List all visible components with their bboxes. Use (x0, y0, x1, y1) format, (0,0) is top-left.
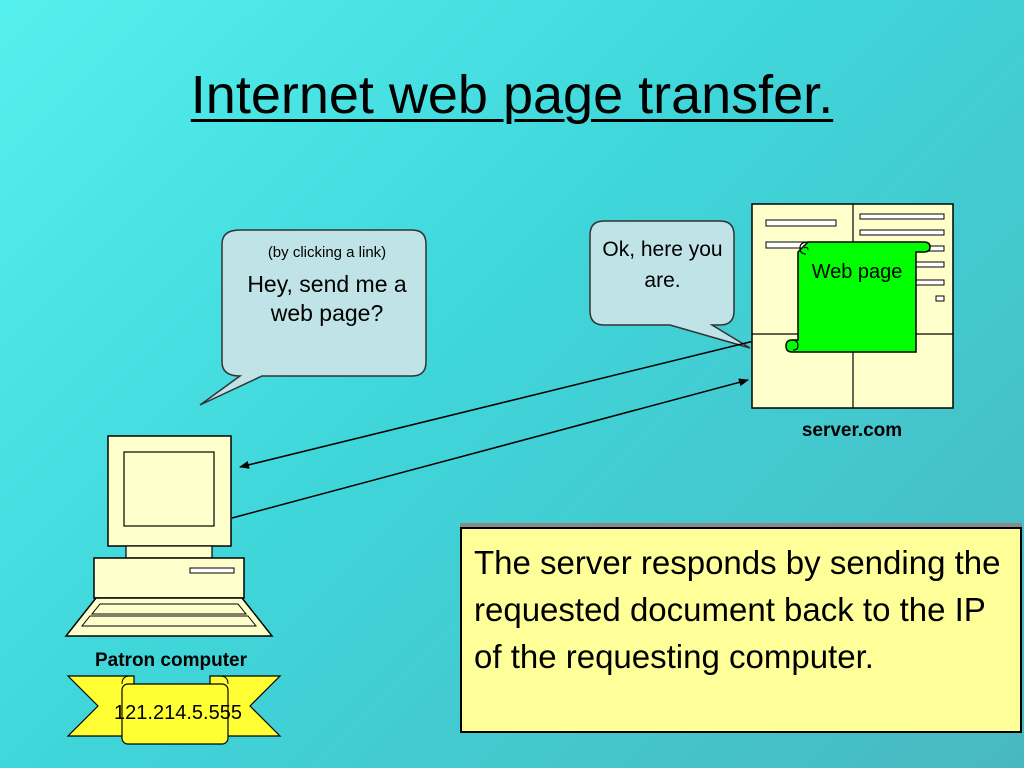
request-bubble (199, 229, 427, 406)
keyboard-icon (64, 597, 274, 637)
response-bubble-text: Ok, here you are. (602, 238, 723, 292)
response-arrow (239, 339, 759, 469)
request-bubble-hint: (by clicking a link) (267, 244, 387, 261)
web-page-label: Web page (811, 261, 903, 283)
explanation-note: The server responds by sending the reque… (460, 527, 1022, 733)
computer-icon (93, 435, 245, 599)
ip-address-label: 121.214.5.555 (114, 702, 242, 724)
slide-title: Internet web page transfer. (190, 65, 834, 125)
request-bubble-text: Hey, send me a web page? (247, 271, 407, 326)
ip-banner-icon (66, 675, 282, 745)
patron-computer-label: Patron computer (94, 650, 248, 671)
response-bubble (589, 220, 751, 349)
web-page-scroll-icon (785, 241, 931, 353)
request-arrow (231, 378, 749, 519)
transfer-arrows (231, 339, 759, 519)
server-label: server.com (801, 420, 903, 441)
